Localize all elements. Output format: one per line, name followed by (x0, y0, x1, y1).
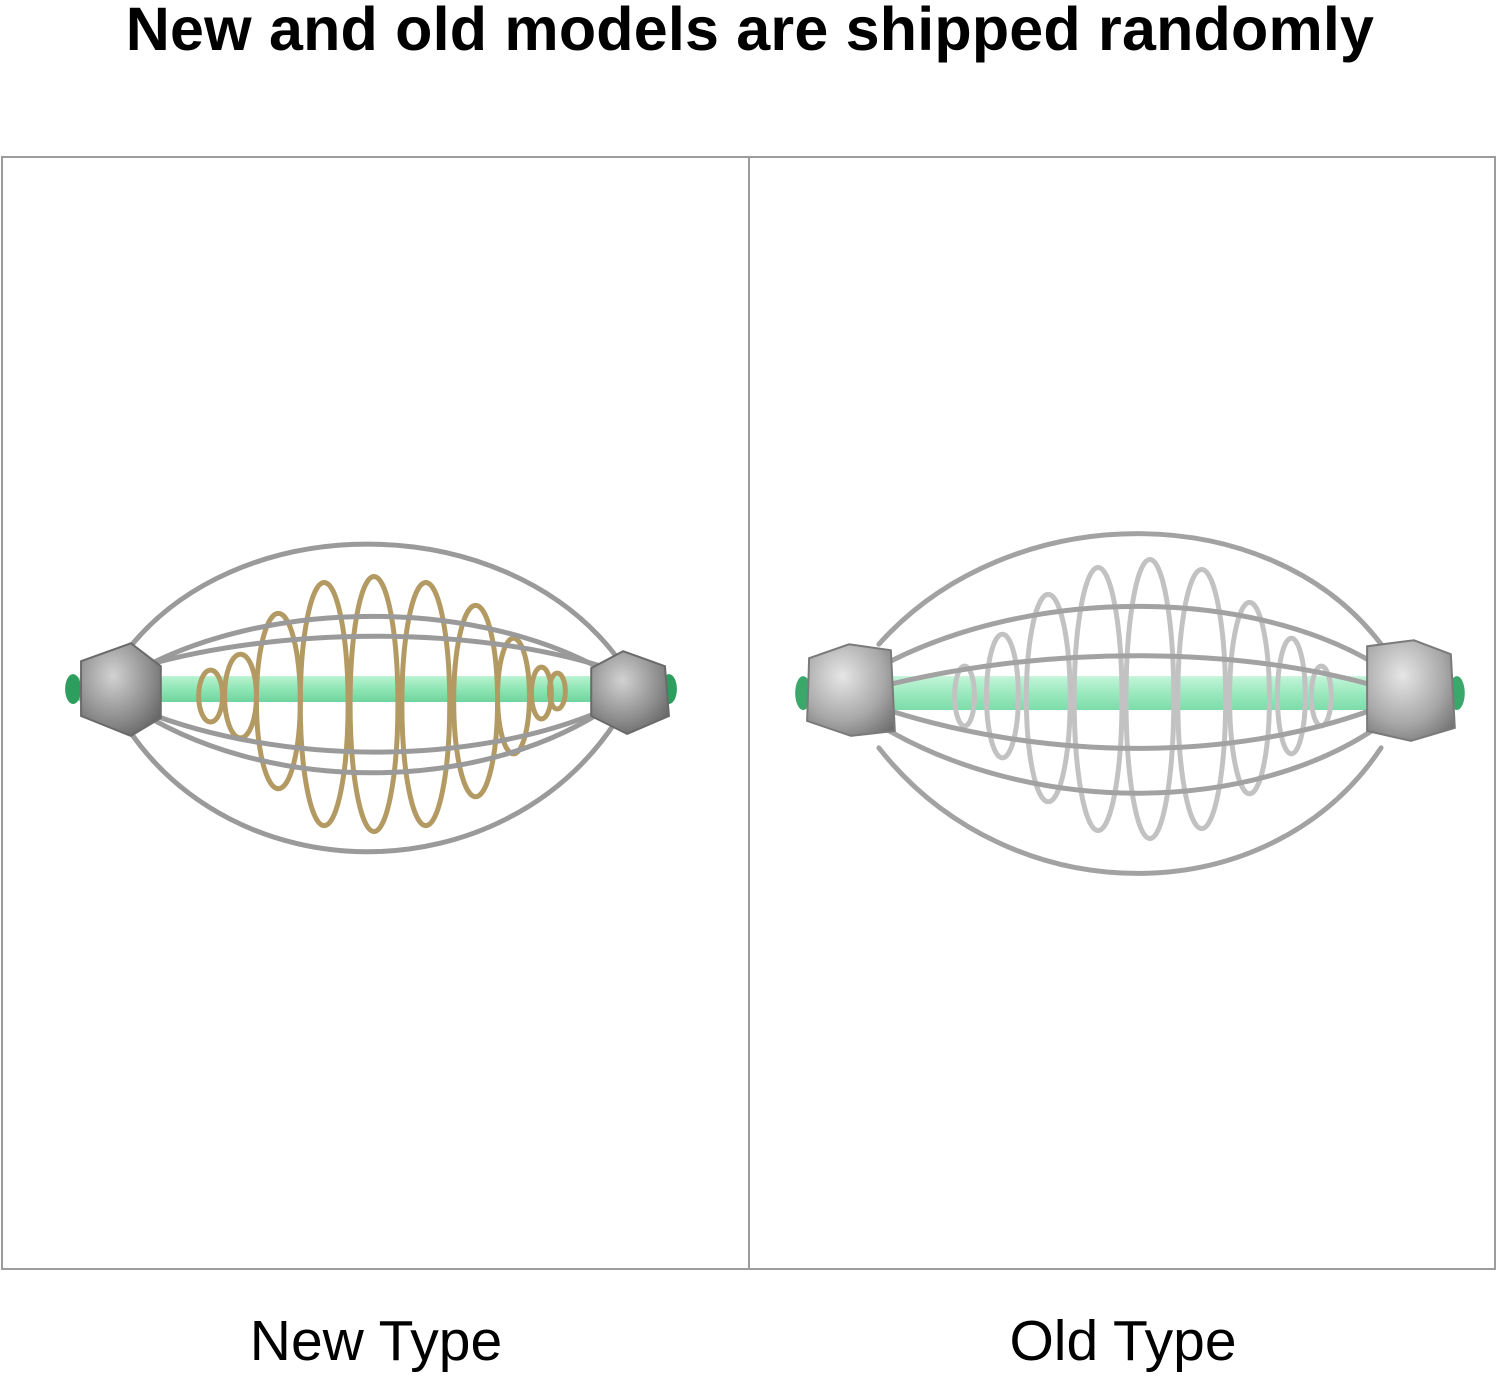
feeder-image-old-type (795, 531, 1465, 876)
feeder-image-new-type (65, 541, 677, 855)
caption-new-type: New Type (249, 1309, 503, 1373)
lead-weight-right (1366, 639, 1456, 742)
headline: New and old models are shipped randomly (125, 0, 1375, 63)
spring-brass (196, 574, 568, 835)
caption-old-type: Old Type (1009, 1309, 1237, 1373)
lead-weight-right (590, 650, 670, 736)
cage-wires (120, 541, 619, 855)
comparison-frame (1, 156, 1496, 1270)
core-tube (801, 676, 1459, 711)
core-tube (73, 676, 671, 703)
panel-new-type (3, 158, 750, 1268)
lead-weight-left (80, 642, 162, 738)
cage-wires (876, 531, 1384, 876)
lead-weight-left (806, 643, 896, 737)
panel-old-type (750, 158, 1496, 1268)
